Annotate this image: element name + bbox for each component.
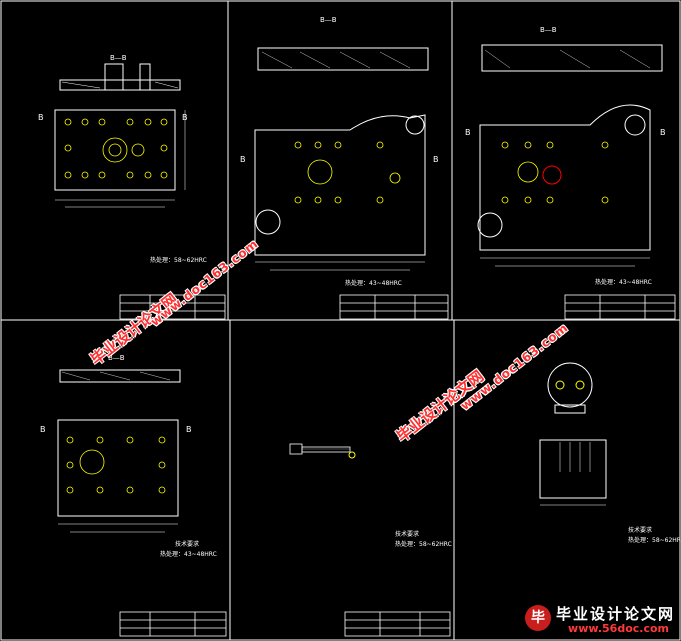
section-view <box>59 369 181 383</box>
highlight-hole <box>542 165 562 185</box>
logo-mark-icon: 毕 <box>525 605 551 631</box>
svg-text:B: B <box>38 113 44 122</box>
svg-text:B: B <box>465 128 471 137</box>
svg-text:热处理：43~48HRC: 热处理：43~48HRC <box>160 550 217 558</box>
plan-view <box>54 109 176 191</box>
holes <box>64 118 168 179</box>
title-block <box>339 294 449 320</box>
section-view <box>59 79 181 91</box>
svg-text:技术要求: 技术要求 <box>175 540 199 548</box>
punch-part <box>289 443 351 455</box>
panel-6: 技术要求 热处理：58~62HRC <box>539 362 681 544</box>
panel-2: B—B B B 热处理：43~48HRC <box>240 16 449 320</box>
panel-1: B—B B B 热处理：58~62HRC <box>38 54 226 320</box>
svg-text:B: B <box>660 128 666 137</box>
title-block <box>119 294 226 320</box>
die-block <box>539 439 607 499</box>
plan-view <box>254 114 426 256</box>
plan-view <box>479 104 651 251</box>
svg-text:热处理：43~48HRC: 热处理：43~48HRC <box>345 279 402 287</box>
svg-text:B—B: B—B <box>540 26 557 34</box>
logo-text: 毕业设计论文网 <box>555 605 675 623</box>
site-logo: 毕 毕业设计论文网 www.56doc.com <box>525 603 675 637</box>
svg-text:热处理：58~62HRC: 热处理：58~62HRC <box>150 256 207 264</box>
svg-text:热处理：58~62HRC: 热处理：58~62HRC <box>395 540 452 548</box>
svg-text:B: B <box>186 425 192 434</box>
svg-text:技术要求: 技术要求 <box>395 530 419 538</box>
section-title: B—B <box>110 54 127 62</box>
title-block <box>119 611 227 637</box>
panel-3: B—B B B 热处理：43~48HRC <box>465 26 676 320</box>
svg-text:B: B <box>240 155 246 164</box>
svg-text:B: B <box>40 425 46 434</box>
title-block <box>344 611 451 637</box>
svg-text:B: B <box>433 155 439 164</box>
plan-view <box>57 419 179 517</box>
svg-text:热处理：43~48HRC: 热处理：43~48HRC <box>595 278 652 286</box>
svg-text:技术要求: 技术要求 <box>628 526 652 534</box>
title-block <box>564 294 676 320</box>
section-view <box>481 44 663 72</box>
panel-4: B—B B B 技术要求 热处理：43~48HRC <box>40 354 227 637</box>
svg-text:B—B: B—B <box>108 354 125 362</box>
logo-url: www.56doc.com <box>568 622 669 635</box>
panel-5: 技术要求 热处理：58~62HRC <box>289 443 452 637</box>
section-view <box>257 47 429 71</box>
svg-text:B—B: B—B <box>320 16 337 24</box>
svg-text:热处理：58~62HRC: 热处理：58~62HRC <box>628 536 681 544</box>
